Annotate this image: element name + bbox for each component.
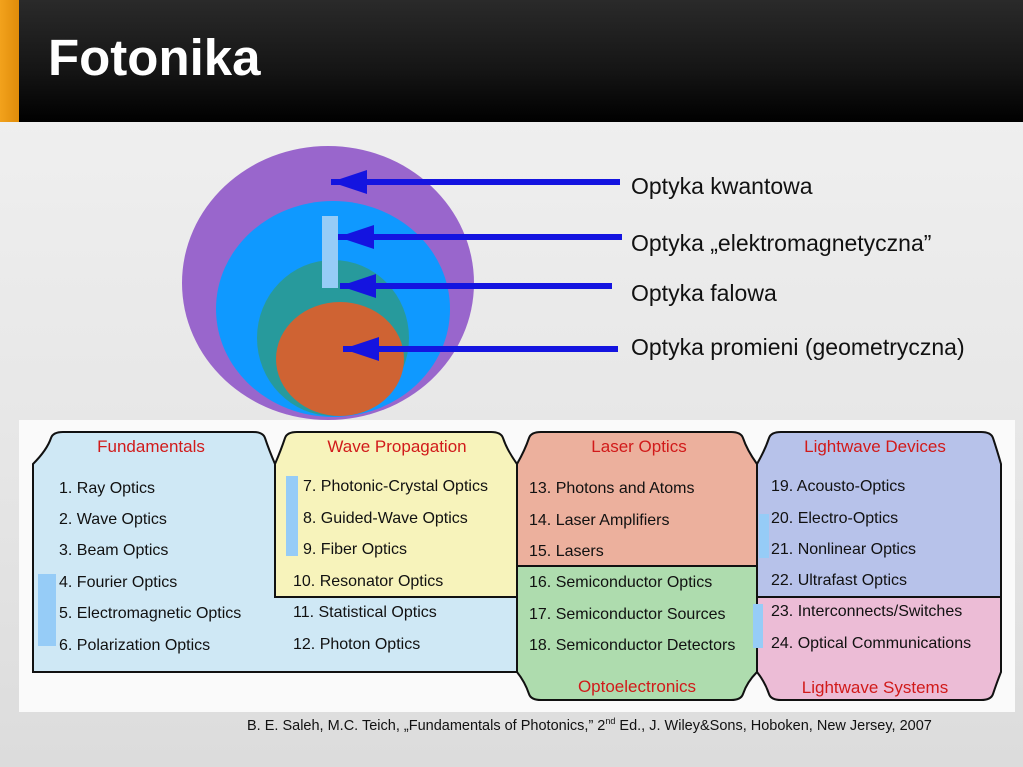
chapter-item: 12. Photon Optics: [293, 636, 420, 653]
fundamentals-header: Fundamentals: [97, 437, 205, 456]
lightwave-devices-region: [756, 431, 1002, 598]
chapter-item: 6. Polarization Optics: [59, 637, 210, 654]
laser-optics-region: [516, 431, 758, 567]
optoelectronics-region: [516, 565, 758, 701]
electromagnetic-optics-label: Optyka „elektromagnetyczna”: [631, 230, 932, 256]
chapter-item: 17. Semiconductor Sources: [529, 606, 726, 623]
chapter-item: 19. Acousto-Optics: [771, 478, 905, 495]
lightwave-systems-region: [756, 596, 1002, 701]
chapter-item: 22. Ultrafast Optics: [771, 572, 907, 589]
lightwave-devices-header: Lightwave Devices: [804, 437, 946, 456]
chapter-item: 20. Electro-Optics: [771, 510, 898, 527]
ray-optics-circle: [276, 302, 404, 416]
wave-propagation-marker: [286, 476, 298, 556]
citation: B. E. Saleh, M.C. Teich, „Fundamentals o…: [247, 716, 932, 734]
wave-optics-label: Optyka falowa: [631, 280, 777, 306]
chapter-item: 1. Ray Optics: [59, 480, 155, 497]
citation-text-end: Ed., J. Wiley&Sons, Hoboken, New Jersey,…: [615, 717, 932, 734]
laser-optics-header: Laser Optics: [591, 437, 686, 456]
optoelectronics-header: Optoelectronics: [578, 677, 696, 696]
fundamentals-marker: [38, 574, 56, 646]
chapter-item: 14. Laser Amplifiers: [529, 512, 670, 529]
chapter-item: 13. Photons and Atoms: [529, 480, 694, 497]
nested-circles-diagram: [182, 146, 622, 420]
chapter-item: 8. Guided-Wave Optics: [303, 510, 468, 527]
chapter-item: 11. Statistical Optics: [293, 604, 437, 621]
chapter-item: 7. Photonic-Crystal Optics: [303, 478, 488, 495]
chapter-item: 21. Nonlinear Optics: [771, 541, 916, 558]
chapter-item: 5. Electromagnetic Optics: [59, 605, 241, 622]
devices-marker: [759, 514, 769, 558]
title-accent-bar: [0, 0, 19, 122]
wave-propagation-region: [274, 431, 518, 598]
systems-marker: [753, 604, 763, 648]
quantum-optics-label: Optyka kwantowa: [631, 173, 813, 199]
wave-propagation-header: Wave Propagation: [327, 437, 466, 456]
chapter-item: 3. Beam Optics: [59, 542, 168, 559]
ray-optics-label: Optyka promieni (geometryczna): [631, 334, 965, 360]
slide-title: Fotonika: [48, 29, 261, 86]
citation-ordinal: nd: [605, 716, 616, 726]
chapter-item: 16. Semiconductor Optics: [529, 574, 712, 591]
electromagnetic-marker: [322, 216, 338, 288]
chapter-item: 18. Semiconductor Detectors: [529, 637, 735, 654]
chapter-item: 15. Lasers: [529, 543, 604, 560]
book-contents-figure: Fundamentals Wave Propagation Laser Opti…: [19, 420, 1015, 712]
chapter-item: 9. Fiber Optics: [303, 541, 407, 558]
citation-text: B. E. Saleh, M.C. Teich, „Fundamentals o…: [247, 717, 606, 734]
chapter-item: 4. Fourier Optics: [59, 574, 177, 591]
lightwave-systems-header: Lightwave Systems: [802, 678, 948, 697]
chapter-item: 23. Interconnects/Switches: [771, 603, 962, 620]
chapter-item: 10. Resonator Optics: [293, 573, 443, 590]
chapter-item: 24. Optical Communications: [771, 635, 971, 652]
chapter-item: 2. Wave Optics: [59, 511, 167, 528]
title-bar: [0, 0, 1023, 122]
